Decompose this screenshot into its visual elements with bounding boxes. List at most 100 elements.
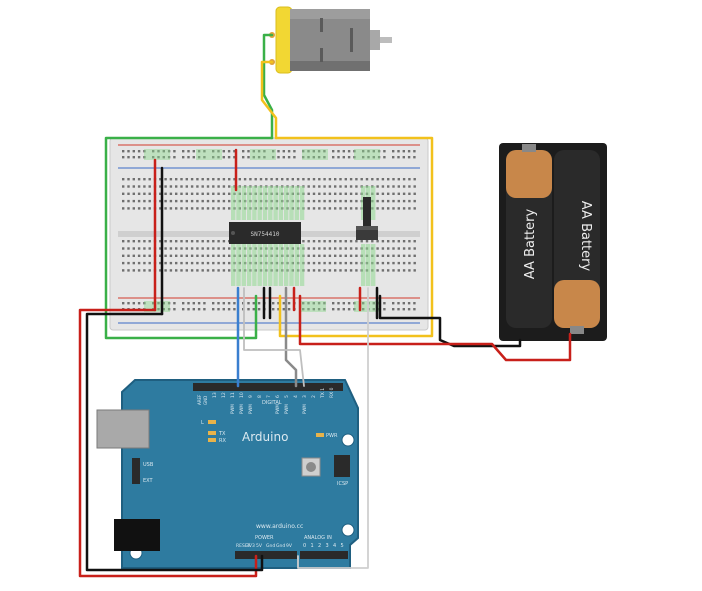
breadboard-hole [355,207,358,210]
breadboard-hole [392,178,395,181]
breadboard-hole [355,185,358,188]
breadboard-hole [376,185,379,188]
breadboard-hole [217,247,220,250]
connected-rail [250,149,276,160]
breadboard-hole [201,192,204,195]
pwm-label: PWM [230,404,235,414]
breadboard-hole [367,156,370,159]
breadboard-hole [143,269,146,272]
digital-pin-label: 9 [248,395,254,398]
breadboard-hole [157,302,160,305]
breadboard-hole [312,199,316,203]
breadboard-hole [137,269,141,272]
breadboard-hole [122,247,125,250]
connected-column [262,186,268,220]
breadboard-hole [312,247,316,250]
breadboard-hole [132,150,135,153]
breadboard-hole [307,254,310,257]
breadboard-hole [376,199,379,203]
breadboard-hole [328,185,332,188]
breadboard-hole [222,185,226,188]
breadboard-hole [159,185,162,188]
breadboard-hole [143,178,146,181]
chip-label: SN754410 [251,231,280,238]
aref-label: AREF [197,394,202,405]
connected-column [236,244,241,286]
breadboard-hole [318,199,321,203]
breadboard-hole [347,156,351,159]
breadboard-hole [185,199,188,203]
breadboard-hole [387,254,390,257]
breadboard-hole [408,240,411,243]
breadboard-hole [307,150,310,153]
breadboard-hole [137,247,141,250]
analog-pin-label: 2 [318,543,321,549]
breadboard-hole [190,207,194,210]
breadboard-hole [132,192,135,195]
breadboard-hole [328,192,332,195]
breadboard-hole [376,269,379,272]
breadboard-hole [175,269,178,272]
breadboard-hole [252,302,255,305]
breadboard-hole [392,192,395,195]
breadboard-hole [122,150,125,153]
connected-column [294,186,299,220]
breadboard-hole [175,178,178,181]
breadboard-hole [175,185,178,188]
breadboard-hole [376,247,379,250]
breadboard-hole [397,261,400,265]
digital-header [193,383,343,391]
connected-column [273,244,278,286]
breadboard-hole [302,302,305,305]
breadboard-hole [318,192,321,195]
breadboard-hole [132,302,135,305]
breadboard-hole [353,302,356,305]
connected-column [289,186,294,220]
breadboard-hole [212,240,215,243]
breadboard-hole [317,156,321,159]
breadboard-hole [397,269,400,272]
breadboard-hole [257,156,261,159]
breadboard-hole [344,247,347,250]
breadboard-hole [212,269,215,272]
breadboard-hole [323,240,326,243]
breadboard-hole [122,240,125,243]
breadboard-hole [392,269,395,272]
breadboard-hole [317,150,321,153]
breadboard-hole [282,150,285,153]
breadboard-hole [148,261,151,265]
breadboard-hole [392,254,395,257]
breadboard-hole [164,261,167,265]
breadboard-hole [349,247,353,250]
icsp-label: ICSP [337,481,348,487]
breadboard-hole [157,156,160,159]
breadboard-hole [287,308,291,311]
breadboard-hole [143,240,146,243]
breadboard-hole [349,254,353,257]
breadboard-hole [190,254,194,257]
breadboard-hole [159,240,162,243]
breadboard-hole [217,156,220,159]
breadboard-hole [413,308,416,311]
pwm-label: PWM [239,404,244,414]
breadboard-hole [408,178,411,181]
breadboard-hole [371,178,374,181]
led-l-label: L [201,420,204,426]
breadboard-hole [272,302,275,305]
digital-pin-label: 11 [230,392,236,398]
breadboard-hole [227,302,231,305]
breadboard-hole [247,308,250,311]
connected-column [252,186,257,220]
pwm-label: PWM [275,404,280,414]
analog-pin-label: 4 [333,543,336,549]
connected-column [278,186,284,220]
breadboard-hole [323,302,326,305]
breadboard-hole [402,178,406,181]
connected-rail [354,301,380,312]
breadboard-hole [307,192,310,195]
breadboard-hole [272,150,275,153]
breadboard-hole [127,240,130,243]
breadboard-hole [152,150,155,153]
